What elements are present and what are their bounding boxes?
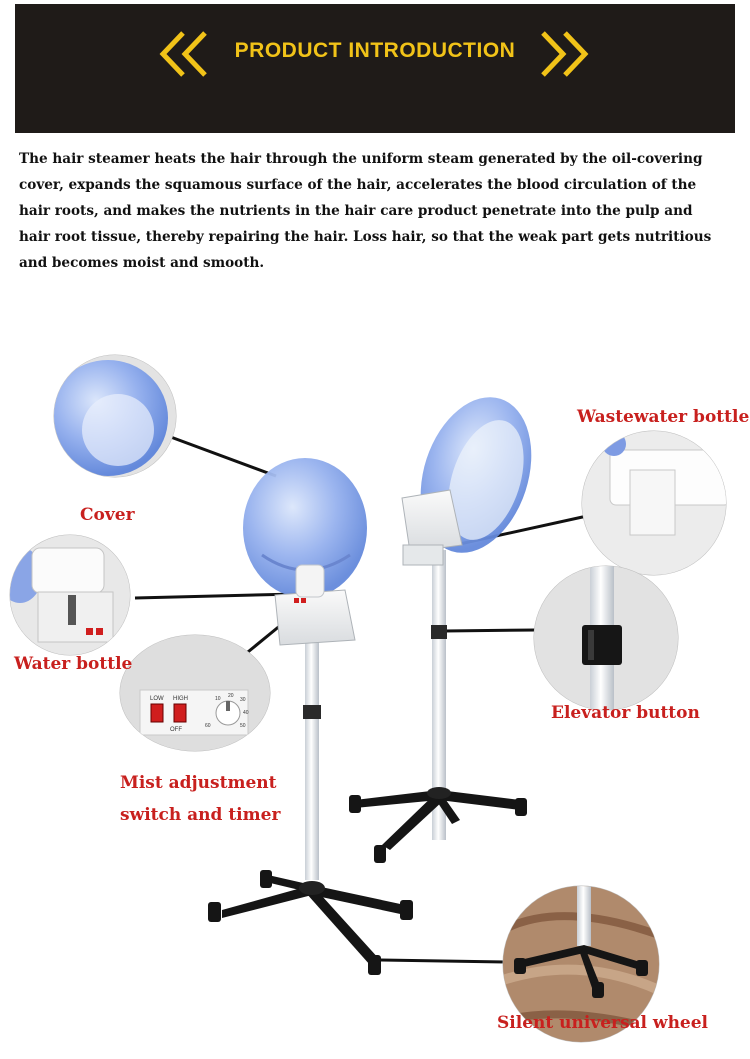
label-mist-line2: switch and timer [120,805,281,825]
svg-text:60: 60 [205,723,211,729]
detail-water-bottle [9,534,131,656]
double-chevron-left-icon [159,31,207,77]
svg-text:40: 40 [243,710,249,716]
label-elevator-button: Elevator button [551,703,700,723]
label-wheel: Silent universal wheel [497,1013,709,1033]
detail-elevator-button [533,565,679,711]
svg-text:20: 20 [228,693,234,699]
double-chevron-right-icon [541,31,589,77]
svg-text:10: 10 [215,696,221,702]
panel-low-label: LOW [150,696,164,702]
banner-title: PRODUCT INTRODUCTION [234,39,516,62]
intro-paragraph: The hair steamer heats the hair through … [19,151,712,271]
panel-off-label: OFF [170,727,182,733]
detail-universal-wheel [502,885,660,1043]
detail-wastewater-bottle [581,430,727,576]
panel-high-label: HIGH [173,696,188,702]
svg-text:50: 50 [240,723,246,729]
label-wastewater-bottle: Wastewater bottle [577,407,750,427]
label-cover: Cover [80,505,135,525]
steamer-back [349,397,532,863]
header-banner: PRODUCT INTRODUCTION [15,4,735,133]
svg-text:30: 30 [240,697,246,703]
detail-cover [53,354,177,478]
detail-control-panel: LOW HIGH OFF 10 20 30 40 50 60 [119,634,271,752]
steamer-front [208,458,413,975]
label-water-bottle: Water bottle [14,654,133,674]
label-mist-line1: Mist adjustment [120,773,277,793]
